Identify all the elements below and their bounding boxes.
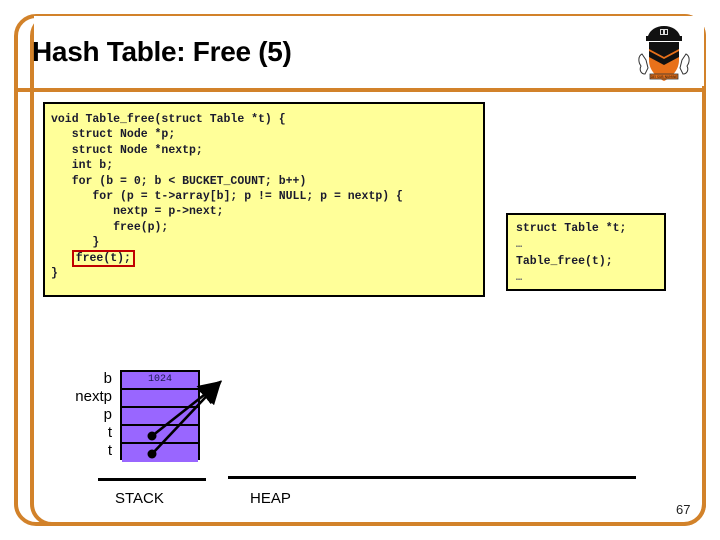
code-line: for (p = t->array[b]; p != NULL; p = nex… — [51, 190, 403, 204]
stack-label-t-callee: t — [107, 424, 112, 441]
title-divider-line — [14, 88, 706, 92]
code-line: } — [51, 267, 58, 281]
stack-label-t-caller: t — [107, 442, 112, 459]
highlight-box-free-t: free(t); — [71, 249, 135, 267]
stack-label-p: p — [103, 406, 112, 423]
stack-cell-t-caller — [122, 444, 198, 462]
code-line-highlighted: free(t); — [51, 249, 477, 267]
code-line-ellipsis: … — [516, 272, 524, 284]
page-number: 67 — [676, 502, 691, 517]
code-line: struct Node *p; — [51, 128, 176, 142]
stack-label-nextp: nextp — [75, 388, 112, 405]
code-line: int b; — [51, 159, 114, 173]
code-line-ellipsis: … — [516, 239, 524, 251]
pointer-arrows — [147, 380, 223, 459]
code-line: for (b = 0; b < BUCKET_COUNT; b++) — [51, 174, 307, 188]
stack-region-label: STACK — [115, 490, 164, 507]
code-line: Table_free(t); — [516, 255, 613, 268]
title-area-background — [34, 16, 704, 86]
code-line: } — [51, 236, 100, 250]
code-line: struct Node *nextp; — [51, 143, 203, 157]
stack-variable-labels: b nextp p t t — [40, 370, 116, 460]
stack-cell-p — [122, 408, 198, 426]
code-line: void Table_free(struct Table *t) { — [51, 113, 286, 126]
code-block-table-free: void Table_free(struct Table *t) { struc… — [43, 102, 485, 297]
heap-region-rule — [228, 476, 636, 479]
stack-cell-t-callee — [122, 426, 198, 444]
code-block-caller: struct Table *t; … Table_free(t); … — [506, 213, 666, 291]
stack-label-b: b — [103, 370, 112, 387]
svg-text:DEI SUB NUMINE: DEI SUB NUMINE — [651, 75, 678, 79]
memory-diagram: b nextp p t t 1024 — [0, 350, 720, 530]
stack-cell-nextp — [122, 390, 198, 408]
page-title: Hash Table: Free (5) — [32, 36, 292, 67]
stack-region-rule — [98, 478, 206, 481]
code-line: struct Table *t; — [516, 222, 627, 235]
code-line: free(p); — [51, 220, 169, 234]
code-line: nextp = p->next; — [51, 205, 224, 219]
princeton-shield-logo: DEI SUB NUMINE — [636, 24, 692, 86]
stack-cell-b: 1024 — [122, 372, 198, 390]
heap-region-label: HEAP — [250, 490, 291, 507]
